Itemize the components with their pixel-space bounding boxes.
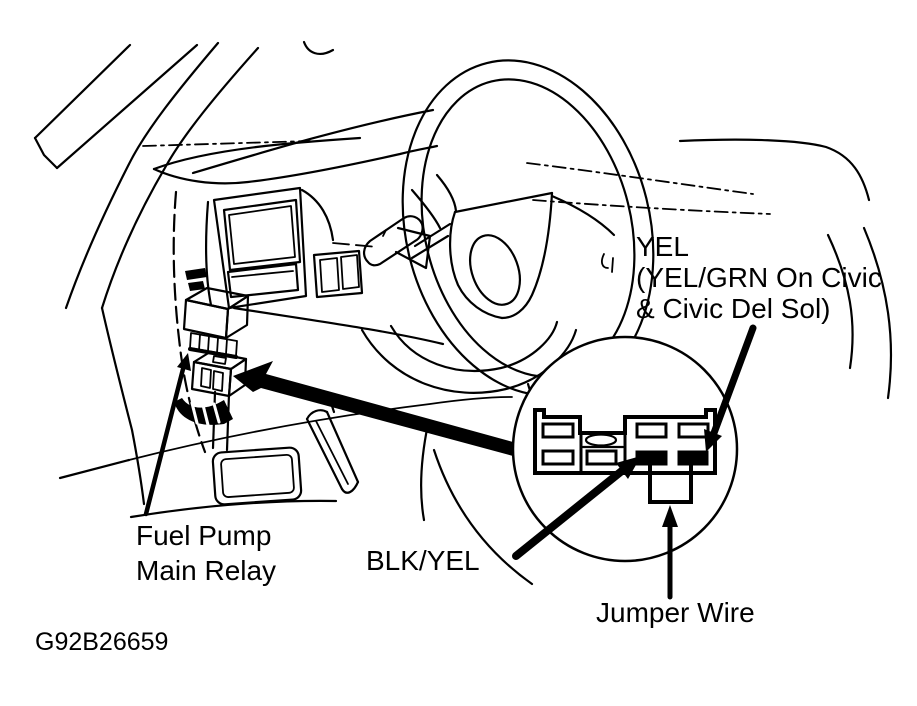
blk-yel-terminal-arrow [512, 456, 641, 560]
wire-color-line2: (YEL/GRN On Civic [636, 262, 882, 293]
yel-terminal [677, 450, 709, 466]
wire-color-line1: YEL [636, 231, 689, 262]
yel-wire-arrow [704, 324, 757, 452]
relay-location-arrow [143, 353, 191, 517]
relay-label-line2: Main Relay [136, 555, 277, 586]
arrows [143, 324, 757, 600]
blk-yel-terminal [635, 450, 668, 466]
relay-bracket [185, 268, 207, 280]
pedals [211, 390, 360, 506]
a-pillar-and-roof [33, 40, 335, 506]
wire-color-line3: & Civic Del Sol) [636, 293, 831, 324]
fuel-pump-main-relay-drawing [182, 268, 250, 359]
connector-detail-circle [511, 335, 739, 563]
jumper-wire-label: Jumper Wire [596, 597, 755, 628]
connector-face-outline [533, 408, 717, 475]
jumper-wire-arrow [662, 505, 678, 600]
relay-label-line1: Fuel Pump [136, 520, 272, 551]
figure-code: G92B26659 [35, 628, 169, 656]
center-stack-radio [204, 186, 445, 346]
connector-to-detail-arrow [233, 361, 513, 456]
fuel-pump-main-relay-label: Fuel Pump Main Relay [136, 518, 276, 588]
wire-color-label: YEL (YEL/GRN On Civic & Civic Del Sol) [636, 231, 882, 324]
jumper-wire-loop [648, 465, 693, 504]
connector-latch-slot [584, 433, 618, 447]
blk-yel-label: BLK/YEL [366, 545, 480, 576]
key-mark [601, 253, 609, 269]
switch-panel [312, 249, 364, 299]
mirror-mark [302, 40, 335, 55]
relay-connector-drawing [174, 350, 248, 427]
